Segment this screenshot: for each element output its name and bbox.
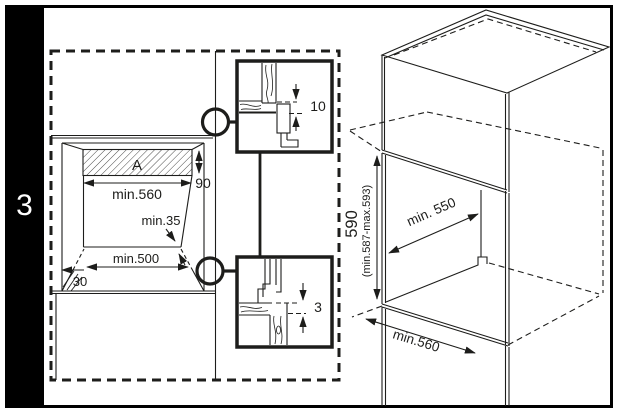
detail-callout-top: 10 xyxy=(235,59,334,154)
cabinet-cutout-front-view: A min.560 90 min.35 xyxy=(51,134,215,380)
vent-label: A xyxy=(132,157,142,174)
wood-grain xyxy=(239,306,269,313)
dim-vent-height-label: 90 xyxy=(195,175,211,191)
wood-grain xyxy=(239,103,262,110)
vent-strip xyxy=(82,148,193,177)
dim-height-label: 590 xyxy=(343,210,361,238)
dim-height-range-label: (min.587-max.593) xyxy=(361,185,373,277)
cabinet-3d-view: 590 (min.587-max.593) min. 550 min.560 xyxy=(343,9,611,406)
detail-top-gap-label: 10 xyxy=(310,98,326,114)
dim-width-label: min.560 xyxy=(391,327,441,355)
detail-bottom-gap-label: 3 xyxy=(314,299,322,315)
dim-side-clearance-label: 30 xyxy=(73,274,87,289)
cutout-dashed-panel xyxy=(49,49,341,382)
detail-callout-bottom: 3 xyxy=(235,255,334,349)
wood-grain xyxy=(273,315,283,345)
corner-hatch xyxy=(62,270,83,292)
callout-circle-bottom xyxy=(195,256,225,286)
dim-corner-clearance-label: min.35 xyxy=(141,213,180,228)
dim-width-bottom-label: min.500 xyxy=(113,251,159,266)
step-number: 3 xyxy=(16,188,33,222)
dim-depth-label: min. 550 xyxy=(404,195,457,229)
dim-width-top-label: min.560 xyxy=(112,186,162,202)
wood-grain xyxy=(265,63,273,104)
figure-border xyxy=(5,5,613,408)
step-number-column: 3 xyxy=(5,5,44,408)
